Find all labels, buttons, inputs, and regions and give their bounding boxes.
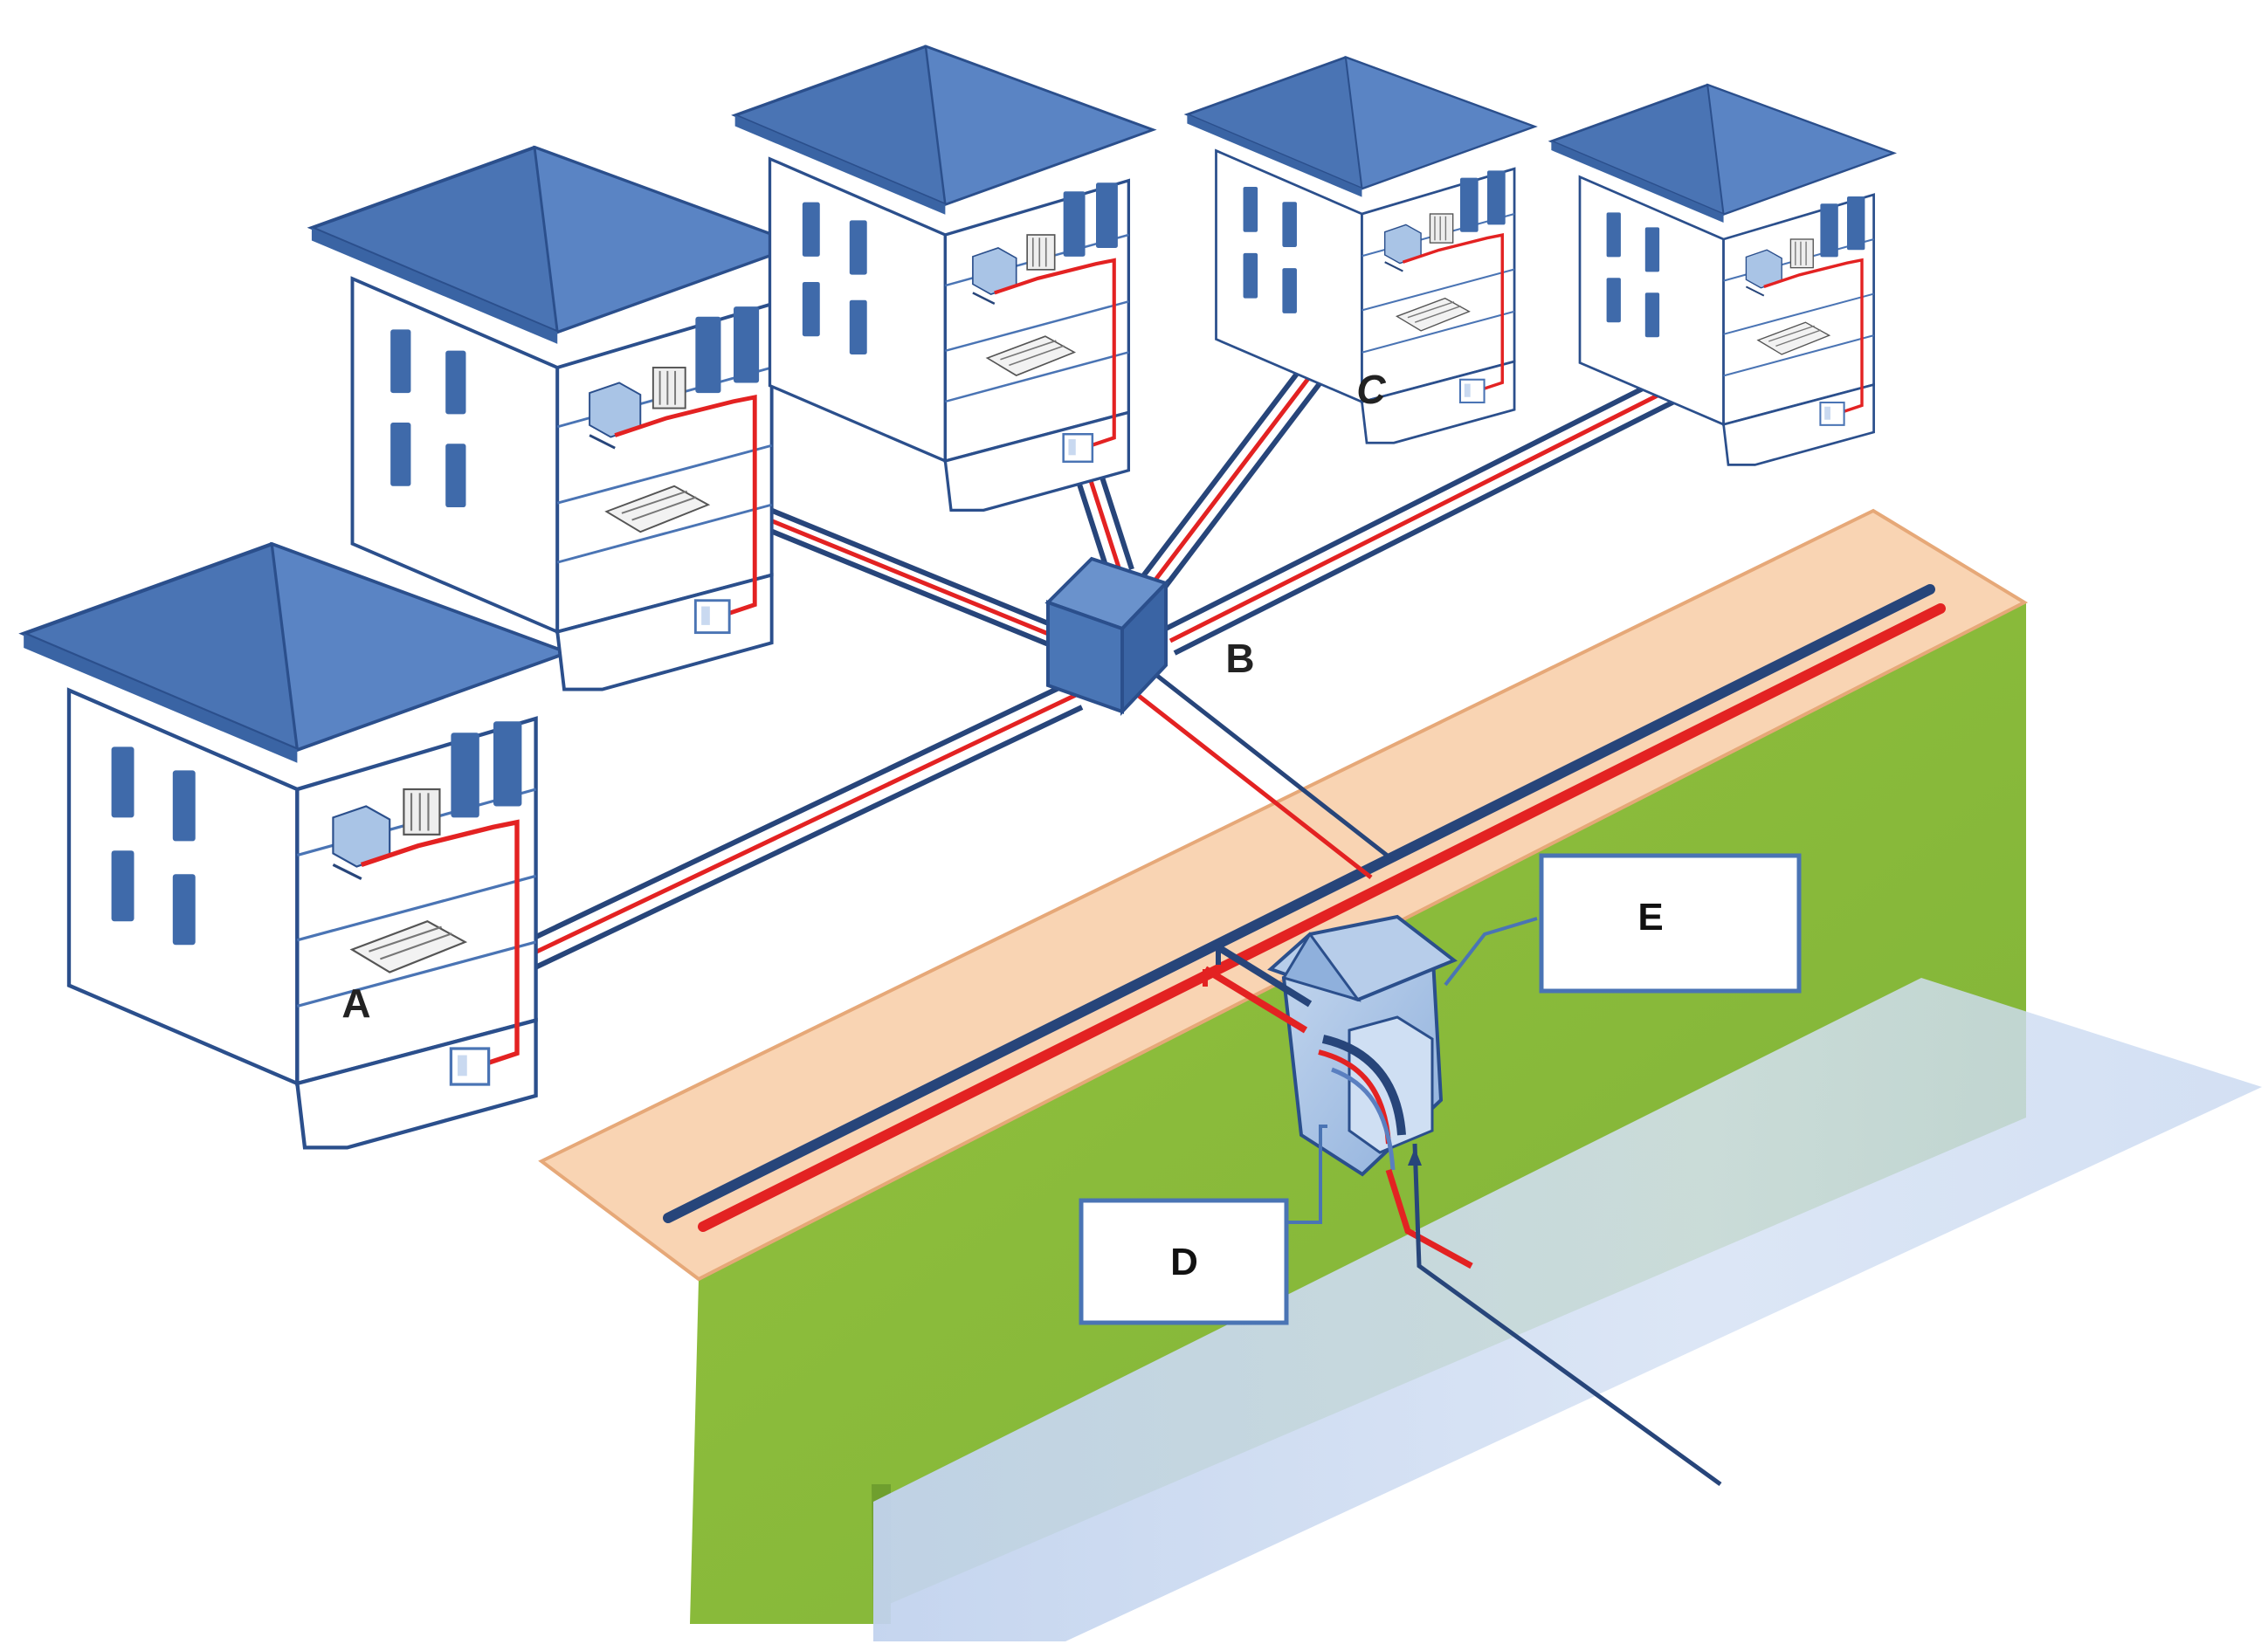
label-e: E	[1637, 896, 1663, 939]
label-b: B	[1225, 636, 1254, 681]
house-icon	[24, 544, 567, 1147]
distribution-hub-icon	[1044, 556, 1169, 717]
outflow-supply-pipe	[1385, 1168, 1473, 1269]
hub-supply-line	[1129, 688, 1373, 879]
river	[873, 978, 2262, 1641]
pump-station-icon	[1267, 914, 1458, 1177]
station-supply-link	[1203, 966, 1308, 1034]
main-return-pipe	[663, 584, 1935, 1223]
river-intake-pipe	[1412, 1143, 1722, 1487]
street	[538, 508, 2029, 1282]
label-d: D	[1170, 1241, 1198, 1283]
station-return-link	[1216, 944, 1313, 1008]
label-a: A	[341, 980, 370, 1026]
callout-e: E	[1444, 853, 1802, 994]
label-c: C	[1356, 367, 1386, 412]
main-supply-pipe	[698, 603, 1946, 1232]
hub-return-line	[1151, 671, 1395, 862]
callout-d: D	[1079, 1125, 1327, 1325]
house-icon	[735, 46, 1153, 510]
